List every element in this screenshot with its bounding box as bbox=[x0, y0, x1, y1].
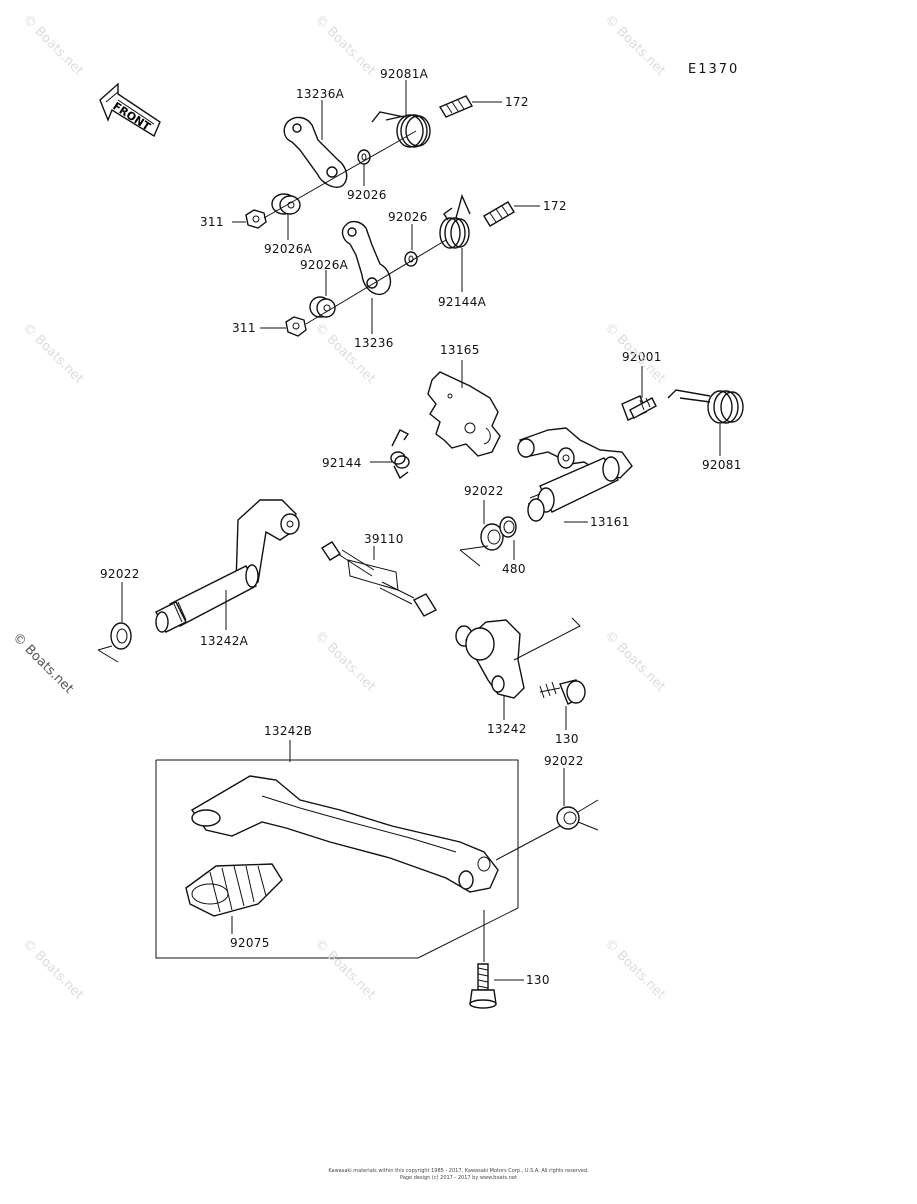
label-13236a-top: 13236A bbox=[296, 87, 345, 101]
label-130-bottom: 130 bbox=[526, 973, 550, 987]
washer-92022-lower bbox=[556, 806, 580, 830]
shift-arm-13236a bbox=[283, 116, 348, 188]
tie-rod-39110 bbox=[321, 541, 438, 617]
label-92026-top: 92026 bbox=[347, 188, 387, 202]
spring-92144 bbox=[390, 429, 410, 480]
label-13242: 13242 bbox=[487, 722, 527, 736]
pedal-rubber-92075 bbox=[185, 863, 283, 917]
label-172-mid: 172 bbox=[543, 199, 567, 213]
label-311-mid: 311 bbox=[232, 321, 256, 335]
bolt-130-bottom bbox=[469, 963, 497, 1009]
label-92026a-mid: 92026A bbox=[300, 258, 349, 272]
shift-arm-13236 bbox=[341, 220, 392, 295]
pin-172-top bbox=[438, 95, 474, 118]
shift-lever-13242a bbox=[155, 499, 300, 633]
label-13236: 13236 bbox=[354, 336, 394, 350]
pedal-lever-13242b bbox=[190, 775, 499, 893]
label-480: 480 bbox=[502, 562, 526, 576]
label-92081a: 92081A bbox=[380, 67, 429, 81]
label-13242b: 13242B bbox=[264, 724, 313, 738]
leader-lines bbox=[121, 80, 721, 981]
label-92144: 92144 bbox=[322, 456, 362, 470]
footer-design: Page design (c) 2017 - 2017 by www.boats… bbox=[400, 1175, 517, 1181]
shift-lever-13242 bbox=[455, 619, 525, 699]
plate-13165 bbox=[427, 371, 501, 457]
label-13242a: 13242A bbox=[200, 634, 249, 648]
label-92022-left: 92022 bbox=[100, 567, 140, 581]
label-92022-lower: 92022 bbox=[544, 754, 584, 768]
front-arrow-icon bbox=[99, 82, 161, 138]
spring-92144a bbox=[439, 193, 471, 249]
label-92081: 92081 bbox=[702, 458, 742, 472]
label-311-top: 311 bbox=[200, 215, 224, 229]
label-92022-right: 92022 bbox=[464, 484, 504, 498]
label-13165: 13165 bbox=[440, 343, 480, 357]
diagram-id: E1370 bbox=[688, 62, 740, 77]
label-92026a-top: 92026A bbox=[264, 242, 313, 256]
shift-shaft-13161 bbox=[517, 427, 633, 522]
nut-311-top bbox=[245, 209, 267, 229]
nut-311-mid bbox=[285, 316, 307, 337]
circlip-480 bbox=[499, 516, 517, 538]
label-92144a: 92144A bbox=[438, 295, 487, 309]
bolt-92001 bbox=[621, 395, 657, 421]
label-92001: 92001 bbox=[622, 350, 662, 364]
front-arrow-label: FRONT bbox=[110, 100, 153, 134]
washer-92022-left bbox=[110, 622, 132, 650]
label-172-top: 172 bbox=[505, 95, 529, 109]
label-13161: 13161 bbox=[590, 515, 630, 529]
washer-92026a-mid bbox=[309, 296, 336, 318]
label-39110: 39110 bbox=[364, 532, 404, 546]
label-92075: 92075 bbox=[230, 936, 270, 950]
washer-92026-top bbox=[357, 149, 371, 165]
pin-172-mid bbox=[483, 201, 515, 227]
label-92026-mid: 92026 bbox=[388, 210, 428, 224]
spring-92081 bbox=[667, 389, 744, 424]
footer-copyright: Kawasaki materials within this copyright… bbox=[328, 1168, 589, 1174]
label-130-mid: 130 bbox=[555, 732, 579, 746]
bolt-130-mid bbox=[539, 679, 586, 705]
washer-92022-right bbox=[480, 523, 504, 551]
spring-92081a bbox=[371, 111, 431, 148]
pedal-box-13242b bbox=[155, 759, 519, 959]
